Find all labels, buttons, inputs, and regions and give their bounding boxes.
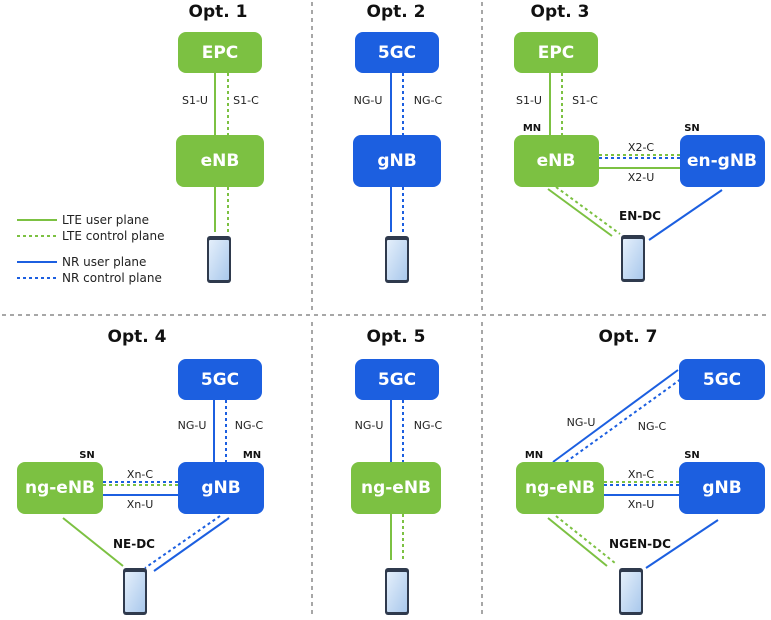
ng-c-label: NG-C xyxy=(414,94,443,107)
option-2: Opt. 2 NG-U NG-C 5GC gNB xyxy=(353,2,443,283)
epc-node xyxy=(178,32,262,73)
x2-u-label: X2-U xyxy=(628,171,655,184)
ng-u-line xyxy=(552,369,679,463)
ue-nr-control-line xyxy=(144,515,221,569)
en-gnb-node-label: en-gNB xyxy=(687,151,757,171)
ue-device-icon xyxy=(385,568,409,615)
ue-lte-user-line xyxy=(547,517,608,567)
mn-role-label: MN xyxy=(523,123,541,134)
ue-lte-control-line xyxy=(555,186,621,235)
gnb-node-label: gNB xyxy=(377,151,416,171)
s1-c-label: S1-C xyxy=(233,94,259,107)
ue-nr-user-line xyxy=(153,517,230,572)
option-3: Opt. 3 S1-U S1-C EPC MN SN X2-C X2-U eNB… xyxy=(514,2,765,282)
5gc-node-label: 5GC xyxy=(703,370,741,390)
option-5-title: Opt. 5 xyxy=(367,327,426,347)
legend-lte-user-label: LTE user plane xyxy=(62,213,149,227)
ng-u-label: NG-U xyxy=(178,419,207,432)
option-4-title: Opt. 4 xyxy=(108,327,167,347)
sn-role-label: SN xyxy=(684,450,700,461)
ue-device-icon xyxy=(621,235,645,282)
enb-node-label: eNB xyxy=(537,151,576,171)
xn-c-label: Xn-C xyxy=(628,468,654,481)
mn-role-label: MN xyxy=(243,450,261,461)
gnb-node-label: gNB xyxy=(201,478,240,498)
ng-u-label: NG-U xyxy=(354,94,383,107)
option-7: Opt. 7 NG-U NG-C 5GC MN SN Xn-C Xn-U ng-… xyxy=(516,327,765,615)
5gc-node-label: 5GC xyxy=(378,43,416,63)
gnb-node xyxy=(353,135,441,187)
mn-role-label: MN xyxy=(525,450,543,461)
option-5: Opt. 5 NG-U NG-C 5GC ng-eNB xyxy=(351,327,443,615)
enb-node xyxy=(514,135,599,187)
legend-nr-control-label: NR control plane xyxy=(62,271,162,285)
xn-u-label: Xn-U xyxy=(127,498,154,511)
option-1-title: Opt. 1 xyxy=(189,2,248,22)
en-gnb-node xyxy=(680,135,765,187)
option-1: Opt. 1 S1-U S1-C EPC eNB xyxy=(176,2,264,283)
ue-lte-user-line xyxy=(62,517,124,567)
s1-u-label: S1-U xyxy=(516,94,542,107)
ue-device-icon xyxy=(207,236,231,283)
ue-device-icon xyxy=(385,236,409,283)
5gc-node-label: 5GC xyxy=(201,370,239,390)
ng-enb-node-label: ng-eNB xyxy=(25,478,95,498)
ng-c-label: NG-C xyxy=(638,420,667,433)
epc-node xyxy=(514,32,598,73)
5gc-node xyxy=(178,359,262,400)
option-4: Opt. 4 NG-U NG-C 5GC SN MN Xn-C Xn-U ng-… xyxy=(17,327,264,615)
ue-nr-user-line xyxy=(645,519,719,569)
ng-enb-node-label: ng-eNB xyxy=(361,478,431,498)
legend: LTE user plane LTE control plane NR user… xyxy=(17,213,164,285)
ng-enb-node xyxy=(351,462,441,514)
5gc-node xyxy=(355,359,439,400)
gnb-node-label: gNB xyxy=(702,478,741,498)
ue-device-icon xyxy=(619,568,643,615)
enb-node xyxy=(176,135,264,187)
sn-role-label: SN xyxy=(79,450,95,461)
epc-node-label: EPC xyxy=(202,43,239,63)
5gc-node-label: 5GC xyxy=(378,370,416,390)
ng-u-label: NG-U xyxy=(355,419,384,432)
option-3-title: Opt. 3 xyxy=(531,2,590,22)
xn-u-label: Xn-U xyxy=(628,498,655,511)
ng-c-label: NG-C xyxy=(235,419,264,432)
ue-lte-user-line xyxy=(547,188,613,237)
s1-u-label: S1-U xyxy=(182,94,208,107)
ngen-dc-label: NGEN-DC xyxy=(609,537,671,551)
gnb-node xyxy=(679,462,765,514)
5gc-node xyxy=(679,359,765,400)
enb-node-label: eNB xyxy=(201,151,240,171)
legend-lte-control-label: LTE control plane xyxy=(62,229,164,243)
5gc-node xyxy=(355,32,439,73)
ue-lte-control-line xyxy=(555,515,616,564)
option-7-title: Opt. 7 xyxy=(599,327,658,347)
ng-enb-node xyxy=(17,462,103,514)
xn-c-label: Xn-C xyxy=(127,468,153,481)
option-2-title: Opt. 2 xyxy=(367,2,426,22)
ng-enb-node xyxy=(516,462,604,514)
ng-enb-node-label: ng-eNB xyxy=(525,478,595,498)
sn-role-label: SN xyxy=(684,123,700,134)
ue-device-icon xyxy=(123,568,147,615)
ue-nr-user-line xyxy=(648,189,723,241)
en-dc-label: EN-DC xyxy=(619,209,661,223)
epc-node-label: EPC xyxy=(538,43,575,63)
gnb-node xyxy=(178,462,264,514)
legend-nr-user-label: NR user plane xyxy=(62,255,146,269)
s1-c-label: S1-C xyxy=(572,94,598,107)
ng-u-label: NG-U xyxy=(567,416,596,429)
x2-c-label: X2-C xyxy=(628,141,655,154)
ne-dc-label: NE-DC xyxy=(113,537,155,551)
ng-c-label: NG-C xyxy=(414,419,443,432)
